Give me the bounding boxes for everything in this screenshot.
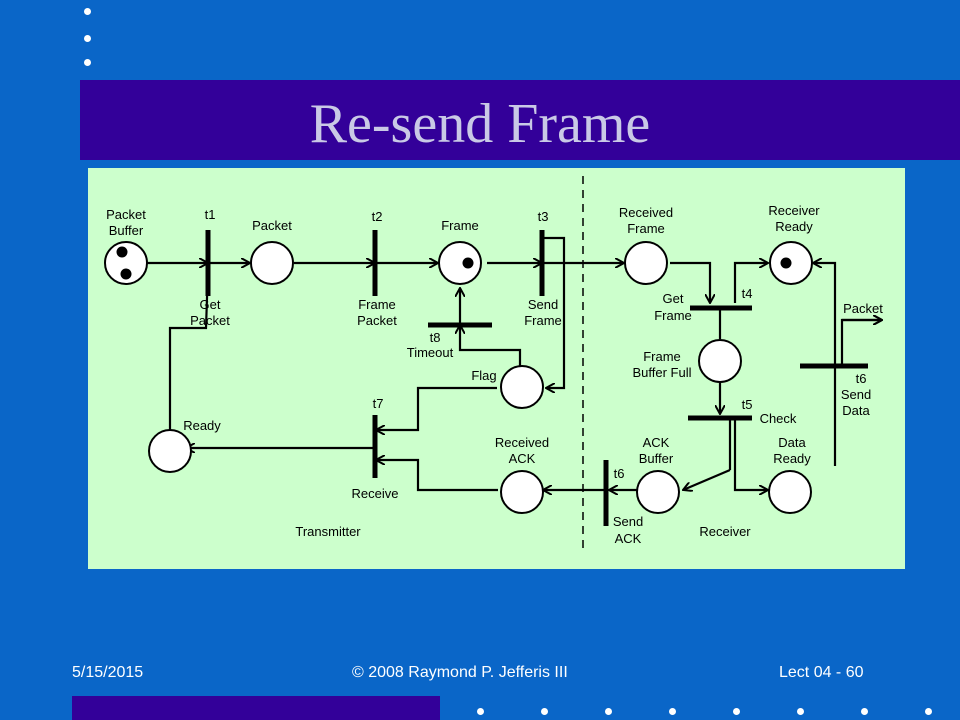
bottom-bar [72, 696, 440, 720]
name-t5: Check [760, 411, 797, 426]
id-t2: t2 [372, 209, 383, 224]
label-receiver: Receiver [699, 524, 751, 539]
place-frame-buffer-full [698, 339, 742, 383]
id-t7: t7 [373, 396, 384, 411]
footer-page-number: Lect 04 - 60 [779, 664, 864, 681]
label-flag: Flag [471, 368, 496, 383]
label-frame: Frame [441, 218, 479, 233]
footer-copyright: © 2008 Raymond P. Jefferis III [352, 664, 568, 681]
id-t8: t8 [430, 330, 441, 345]
name-t8: Timeout [407, 345, 454, 360]
tokens [116, 246, 792, 280]
label-packet: Packet [252, 218, 292, 233]
place-frame [438, 241, 482, 285]
place-ack-buffer [636, 470, 680, 514]
place-data-ready [768, 470, 812, 514]
id-t3: t3 [538, 209, 549, 224]
place-received-ack [500, 470, 544, 514]
label-packet-output: Packet [843, 301, 883, 316]
label-ready: Ready [183, 418, 221, 433]
slide-title: Re-send Frame [309, 93, 651, 155]
id-t6-send-ack: t6 [614, 466, 625, 481]
place-packet-buffer [104, 241, 148, 285]
label-transmitter: Transmitter [295, 524, 361, 539]
footer-date: 5/15/2015 [72, 664, 144, 681]
place-ready [148, 429, 192, 473]
place-packet [250, 241, 294, 285]
name-t7: Receive [352, 486, 399, 501]
place-received-frame [624, 241, 668, 285]
place-flag [500, 365, 544, 409]
id-t6-send-data: t6 [856, 371, 867, 386]
id-t5: t5 [742, 397, 753, 412]
id-t4: t4 [742, 286, 753, 301]
title-bar: Re-send Frame [80, 80, 960, 160]
id-t1: t1 [205, 207, 216, 222]
